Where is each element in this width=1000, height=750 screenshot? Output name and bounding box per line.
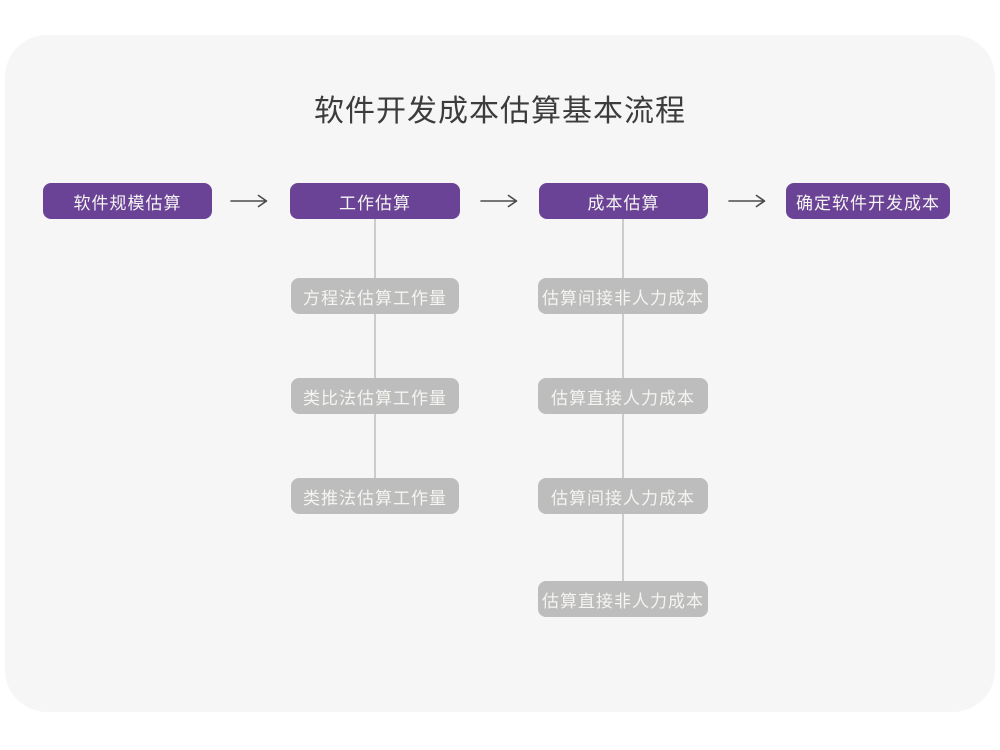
sub-step-label: 类推法估算工作量 [303, 488, 447, 508]
flow-step-cost-estimation: 成本估算 [539, 183, 708, 219]
flow-step-determine-development-cost: 确定软件开发成本 [786, 183, 950, 219]
flow-step-software-scale-estimation: 软件规模估算 [43, 183, 212, 219]
flow-step-label: 成本估算 [587, 193, 660, 213]
sub-step-label: 估算直接人力成本 [551, 388, 695, 408]
work-method-analogy: 类比法估算工作量 [291, 378, 459, 414]
arrow-right-icon [480, 193, 520, 209]
sub-step-label: 估算间接非人力成本 [542, 288, 704, 308]
sub-step-label: 方程法估算工作量 [303, 288, 447, 308]
work-method-extrapolation: 类推法估算工作量 [291, 478, 459, 514]
flow-step-label: 确定软件开发成本 [796, 193, 940, 213]
work-method-equation: 方程法估算工作量 [291, 278, 459, 314]
arrow-right-icon [728, 193, 768, 209]
sub-step-label: 估算直接非人力成本 [542, 591, 704, 611]
arrow-right-icon [230, 193, 270, 209]
connector-line-work [374, 219, 376, 496]
cost-step-indirect-labor: 估算间接人力成本 [538, 478, 708, 514]
flowchart-card-background [5, 35, 995, 712]
flow-step-work-estimation: 工作估算 [290, 183, 460, 219]
flow-step-label: 软件规模估算 [73, 193, 182, 213]
sub-step-label: 估算间接人力成本 [551, 488, 695, 508]
flow-step-label: 工作估算 [339, 193, 411, 213]
cost-step-direct-non-labor: 估算直接非人力成本 [538, 581, 708, 617]
diagram-title: 软件开发成本估算基本流程 [314, 95, 686, 128]
cost-step-direct-labor: 估算直接人力成本 [538, 378, 708, 414]
sub-step-label: 类比法估算工作量 [303, 388, 447, 408]
cost-step-indirect-non-labor: 估算间接非人力成本 [538, 278, 708, 314]
